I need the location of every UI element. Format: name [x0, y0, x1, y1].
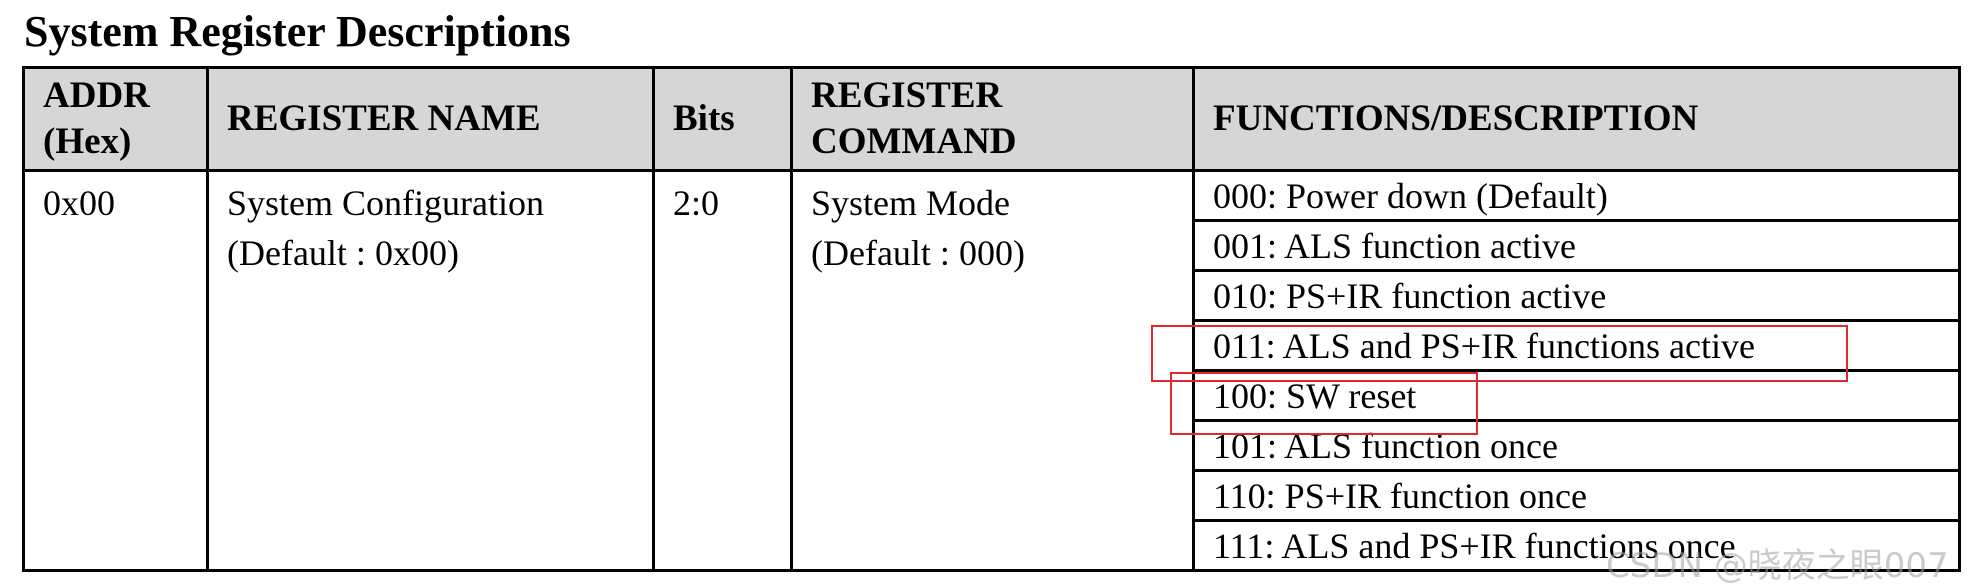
function-item: 111: ALS and PS+IR functions once	[1192, 519, 1961, 572]
highlight-box-100	[1170, 372, 1478, 435]
function-item: 100: SW reset	[1192, 369, 1961, 422]
cell-addr: 0x00	[22, 169, 209, 572]
bits-value: 2:0	[673, 183, 720, 223]
register-table: ADDR (Hex) REGISTER NAME Bits REGISTER C…	[22, 66, 1961, 572]
header-addr: ADDR (Hex)	[22, 66, 209, 172]
function-item: 010: PS+IR function active	[1192, 269, 1961, 322]
highlight-box-011	[1151, 325, 1848, 382]
table-row: 110: PS+IR function once	[24, 469, 1961, 522]
table-header-row: ADDR (Hex) REGISTER NAME Bits REGISTER C…	[22, 66, 1961, 172]
table-row: 0x00 System Configuration (Default : 0x0…	[22, 169, 1961, 572]
function-item: 011: ALS and PS+IR functions active	[1192, 319, 1961, 372]
header-bits: Bits	[652, 66, 793, 172]
function-item: 000: Power down (Default)	[1192, 169, 1961, 222]
function-item: 101: ALS function once	[1192, 419, 1961, 472]
table-row: 011: ALS and PS+IR functions active	[24, 319, 1961, 372]
page-title: System Register Descriptions	[24, 7, 571, 56]
register-name-value: System Configuration	[227, 183, 544, 223]
table-row: 010: PS+IR function active	[24, 269, 1961, 322]
register-default-value: (Default : 0x00)	[227, 233, 459, 273]
addr-value: 0x00	[43, 183, 115, 223]
cell-register-name: System Configuration (Default : 0x00)	[206, 169, 655, 572]
cell-command: System Mode (Default : 000)	[790, 169, 1195, 572]
command-default-value: (Default : 000)	[811, 233, 1025, 273]
watermark: CSDN @晓夜之眼007	[1606, 546, 1949, 586]
function-item: 001: ALS function active	[1192, 219, 1961, 272]
table-row: 100: SW reset	[24, 369, 1961, 422]
header-register-command: REGISTER COMMAND	[790, 66, 1195, 172]
table-row: 111: ALS and PS+IR functions once	[24, 519, 1961, 572]
table-row: 001: ALS function active	[24, 219, 1961, 272]
table-row: 101: ALS function once	[24, 419, 1961, 472]
header-functions: FUNCTIONS/DESCRIPTION	[1192, 66, 1961, 172]
command-value: System Mode	[811, 183, 1011, 223]
cell-bits: 2:0	[652, 169, 793, 572]
function-item: 110: PS+IR function once	[1192, 469, 1961, 522]
header-register-name: REGISTER NAME	[206, 66, 655, 172]
